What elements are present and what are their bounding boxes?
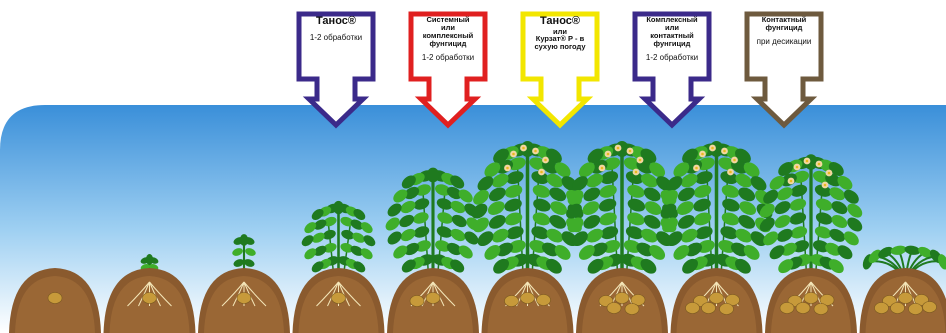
treatment-callout-4: Комплексный или контактный фунгицид 1-2 … — [632, 11, 712, 129]
potato-tuber — [237, 293, 251, 304]
callout-note: 1-2 обработки — [639, 54, 705, 62]
potato-tuber — [909, 304, 923, 315]
flower — [693, 165, 700, 172]
potato-tuber — [410, 296, 424, 307]
treatment-callout-2: Системный или комплексный фунгицид 1-2 о… — [408, 11, 488, 129]
flower — [709, 145, 716, 152]
treatment-callout-3: Танос® или Курзат® Р - в сухую погоду — [520, 11, 600, 129]
flower — [721, 148, 728, 155]
flower — [532, 148, 539, 155]
potato-tuber — [891, 303, 905, 314]
flower — [804, 158, 811, 165]
leaf — [333, 201, 343, 214]
flower — [816, 161, 823, 168]
potato-tuber — [332, 293, 346, 304]
potato-tuber — [899, 293, 913, 304]
callout-note: 1-2 обработки — [415, 54, 481, 62]
potato-tuber — [625, 304, 639, 315]
callout-note: 1-2 обработки — [303, 34, 369, 42]
callout-line: фунгицид — [639, 40, 705, 48]
leaf — [427, 168, 439, 183]
flower — [788, 178, 795, 185]
potato-tuber — [48, 293, 62, 304]
growth-stage-5 — [383, 168, 483, 333]
growth-stage-8 — [658, 141, 776, 333]
callout-note: при десикации — [751, 38, 817, 46]
leaf — [146, 254, 153, 265]
flower — [633, 169, 640, 176]
treatment-callout-5: Контактный фунгицид при десикации — [744, 11, 824, 129]
flower — [727, 169, 734, 176]
potato-tuber — [426, 293, 440, 304]
potato-tuber — [505, 296, 519, 307]
callout-line: фунгицид — [415, 40, 481, 48]
potato-tuber — [923, 302, 937, 313]
flower — [520, 145, 527, 152]
treatment-callout-1: Танос® 1-2 обработки — [296, 11, 376, 129]
potato-tuber — [720, 304, 734, 315]
potato-tuber — [607, 303, 621, 314]
callout-line: фунгицид — [751, 24, 817, 32]
potato-tuber — [615, 293, 629, 304]
flower — [794, 164, 801, 171]
growth-stage-7 — [563, 141, 681, 333]
growth-stage-6 — [469, 141, 587, 333]
flower — [637, 157, 644, 164]
potato-tuber — [710, 293, 724, 304]
flower — [826, 170, 833, 177]
flower — [822, 182, 829, 189]
potato-tuber — [796, 303, 810, 314]
flower — [605, 151, 612, 158]
potato-tuber — [804, 293, 818, 304]
potato-tuber — [875, 303, 889, 314]
potato-tuber — [814, 304, 828, 315]
potato-tuber — [521, 293, 535, 304]
potato-tuber — [780, 303, 794, 314]
flower — [699, 151, 706, 158]
flower — [627, 148, 634, 155]
flower — [538, 169, 545, 176]
potato-tuber — [702, 303, 716, 314]
flower — [731, 157, 738, 164]
potato-tuber — [686, 303, 700, 314]
callout-title: Танос® — [527, 16, 593, 28]
flower — [615, 145, 622, 152]
leaf — [240, 234, 248, 246]
flower — [504, 165, 511, 172]
potato-tuber — [537, 295, 551, 306]
flower — [510, 151, 517, 158]
potato-tuber — [143, 293, 157, 304]
flower — [542, 157, 549, 164]
flower — [599, 165, 606, 172]
callout-line: сухую погоду — [527, 43, 593, 51]
callout-title: Танос® — [303, 16, 369, 28]
